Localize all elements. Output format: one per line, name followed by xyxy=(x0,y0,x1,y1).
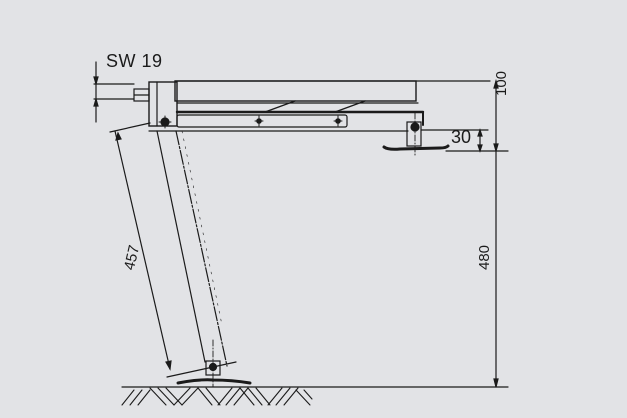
pivot-points xyxy=(158,115,343,129)
ground-height-label: 480 xyxy=(476,244,493,270)
ground xyxy=(121,386,509,406)
slide-bar xyxy=(148,114,409,132)
top-height-label: 100 xyxy=(493,70,510,96)
dim-30 xyxy=(445,128,509,153)
hinge-block xyxy=(133,81,178,127)
wrench-size-label: SW 19 xyxy=(106,51,163,71)
dim-457 xyxy=(109,122,237,378)
upper-foot xyxy=(382,112,489,157)
foot-height-label: 30 xyxy=(451,127,472,147)
leg xyxy=(156,130,228,367)
strut-arm xyxy=(175,100,425,126)
lower-foot xyxy=(176,339,252,388)
sw19-dimension xyxy=(93,61,135,123)
top-beam xyxy=(174,80,491,102)
dim-100-480 xyxy=(493,78,499,388)
